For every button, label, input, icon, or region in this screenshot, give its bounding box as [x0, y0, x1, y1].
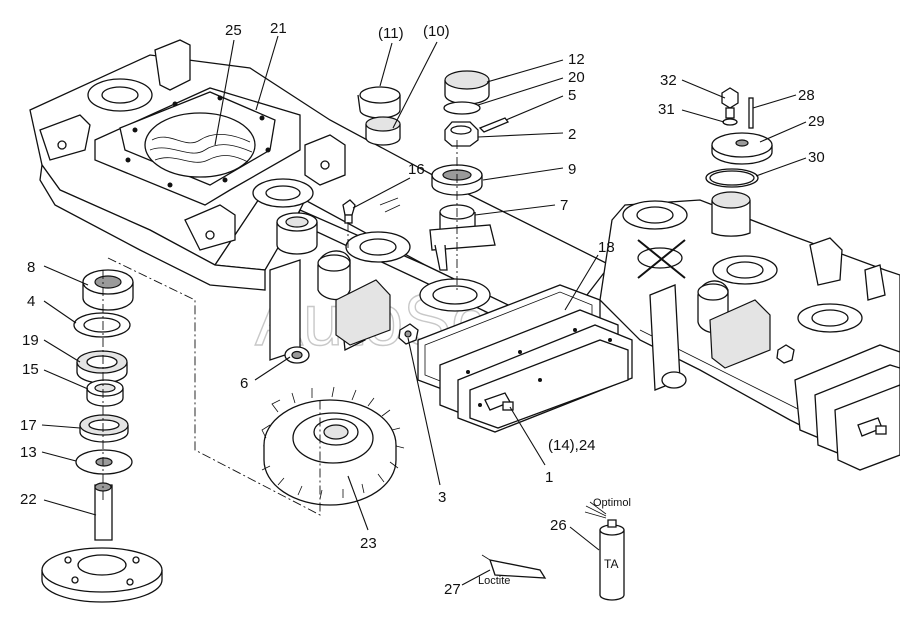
spray-can-text: TA	[604, 557, 618, 571]
callout-21: 21	[270, 20, 287, 37]
callout-1: 1	[545, 469, 553, 486]
spray-label: Optimol	[593, 497, 631, 509]
callout-6: 6	[240, 375, 248, 392]
callout-2: 2	[568, 126, 576, 143]
spray-can	[584, 501, 625, 601]
callout-11: (11)	[378, 25, 404, 42]
callout-13: 13	[20, 444, 37, 461]
right-housing	[599, 87, 900, 471]
left-bearing-stack	[41, 257, 321, 603]
main-housing	[29, 39, 633, 433]
callout-23: 23	[360, 535, 377, 552]
callout-27: 27	[444, 581, 461, 598]
callout-14-24: (14),24	[548, 437, 596, 454]
callout-12: 12	[568, 51, 585, 68]
callout-26: 26	[550, 517, 567, 534]
callout-15: 15	[22, 361, 39, 378]
callout-8: 8	[27, 259, 35, 276]
callout-28: 28	[798, 87, 815, 104]
callout-22: 22	[20, 491, 37, 508]
callout-4: 4	[27, 293, 35, 310]
callout-18: 18	[598, 239, 615, 256]
callout-labels: 25 21 (11) (10) 12 20 5 2 9 7 16 18 32 2…	[20, 20, 825, 598]
callout-31: 31	[658, 101, 675, 118]
callout-16: 16	[408, 161, 425, 178]
callout-9: 9	[568, 161, 576, 178]
tube-label: Loctite	[478, 575, 510, 587]
callout-30: 30	[808, 149, 825, 166]
callout-19: 19	[22, 332, 39, 349]
callout-17: 17	[20, 417, 37, 434]
callout-10: (10)	[423, 23, 450, 40]
callout-20: 20	[568, 69, 585, 86]
gear-part-23	[261, 386, 405, 506]
upper-exploded-parts	[342, 70, 510, 290]
callout-5: 5	[568, 87, 576, 104]
leader-lines	[41, 35, 807, 586]
callout-3: 3	[438, 489, 446, 506]
callout-32: 32	[660, 72, 677, 89]
callout-25: 25	[225, 22, 242, 39]
callout-7: 7	[560, 197, 568, 214]
loctite-tube	[481, 554, 547, 579]
callout-29: 29	[808, 113, 825, 130]
